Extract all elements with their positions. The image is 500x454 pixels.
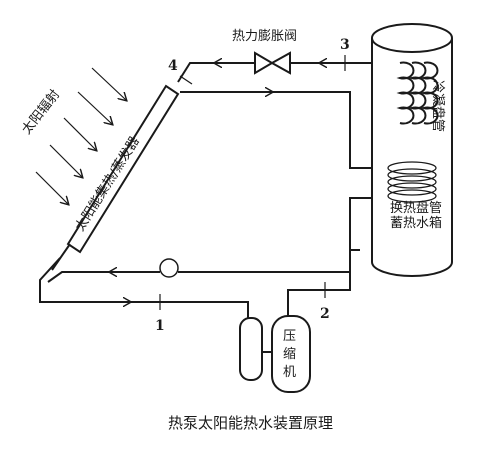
exchange-coil-ring [387, 182, 437, 196]
accumulator [239, 317, 263, 381]
tank-body [371, 38, 453, 277]
flow-arrows [110, 63, 330, 302]
solar-radiation-arrows [35, 67, 126, 204]
exchange-coil-ring [387, 189, 437, 203]
compressor-label-line-2: 缩 [283, 346, 296, 362]
expansion-valve-right [269, 51, 291, 75]
condenser-coil [396, 61, 439, 125]
exchange-coil-ring [387, 168, 437, 182]
compressor-unit [239, 315, 311, 393]
expansion-valve-label: 热力膨胀阀 [232, 29, 297, 44]
pipe-collector-to-valve [177, 62, 255, 83]
expansion-valve [254, 51, 291, 75]
state-point-1-label: 1 [155, 318, 165, 334]
water-pipe-bottom-left [47, 271, 160, 283]
expansion-valve-left [254, 51, 274, 75]
collector-panel [66, 84, 180, 254]
water-pipe-top [180, 91, 390, 169]
condenser-coil-a [396, 61, 415, 125]
compressor-label-line-1: 压 [283, 329, 296, 344]
heat-exchange-coil [387, 161, 437, 203]
water-pump [159, 258, 179, 278]
heat-exchange-coil-label: 换热盘管 [390, 200, 442, 216]
state-point-4-label: 4 [168, 58, 178, 74]
state-points [159, 55, 346, 310]
condenser-coil-c [420, 61, 439, 125]
storage-tank-label: 蓄热水箱 [390, 215, 442, 231]
radiation-arrow [63, 117, 96, 150]
compressor-label-line-3: 机 [283, 365, 296, 380]
condenser-coil-label: 冷凝盘管 [430, 80, 446, 132]
radiation-arrow [35, 171, 68, 204]
condenser-coil-b [408, 61, 427, 125]
pipe-compressor-to-tank [287, 249, 360, 316]
solar-collector-evaporator [51, 84, 180, 271]
refrigerant-loop [39, 62, 405, 353]
diagram-caption: 热泵太阳能热水装置原理 [168, 414, 333, 432]
water-pipe-bottom-right [178, 197, 390, 273]
exchange-coil-ring [387, 161, 437, 175]
solar-radiation-label: 太阳辐射 [19, 87, 64, 138]
exchange-coil-ring [387, 175, 437, 189]
radiation-arrow [77, 91, 112, 124]
tank-top [371, 23, 453, 53]
radiation-arrow [91, 67, 126, 100]
collector-end-cap [51, 243, 71, 271]
state-point-2-label: 2 [320, 306, 330, 322]
pipe-collector-to-compressor [39, 257, 249, 318]
compressor [271, 315, 311, 393]
collector-label: 太阳能集热/蒸发器 [72, 134, 143, 234]
state-point-tick [179, 75, 193, 85]
radiation-arrow [49, 144, 82, 177]
storage-tank [371, 23, 453, 277]
state-point-3-label: 3 [340, 37, 350, 53]
